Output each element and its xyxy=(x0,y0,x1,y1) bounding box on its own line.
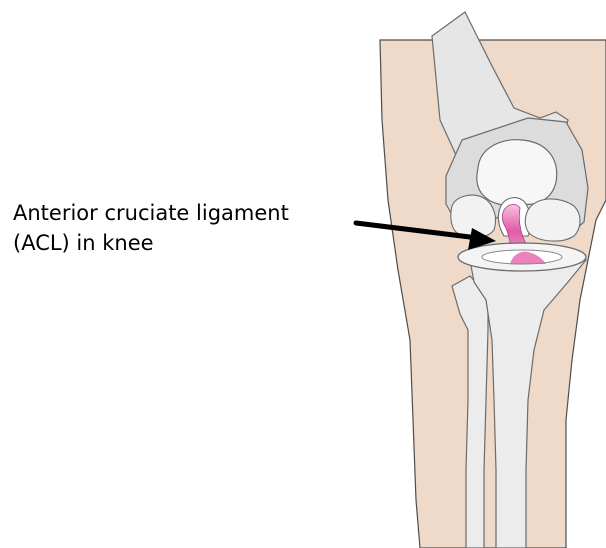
lateral-condyle xyxy=(525,199,580,241)
acl-label-line-2: (ACL) in knee xyxy=(13,229,154,257)
femur-patellar-surface xyxy=(477,140,557,206)
acl-label-line-1: Anterior cruciate ligament xyxy=(13,199,289,227)
